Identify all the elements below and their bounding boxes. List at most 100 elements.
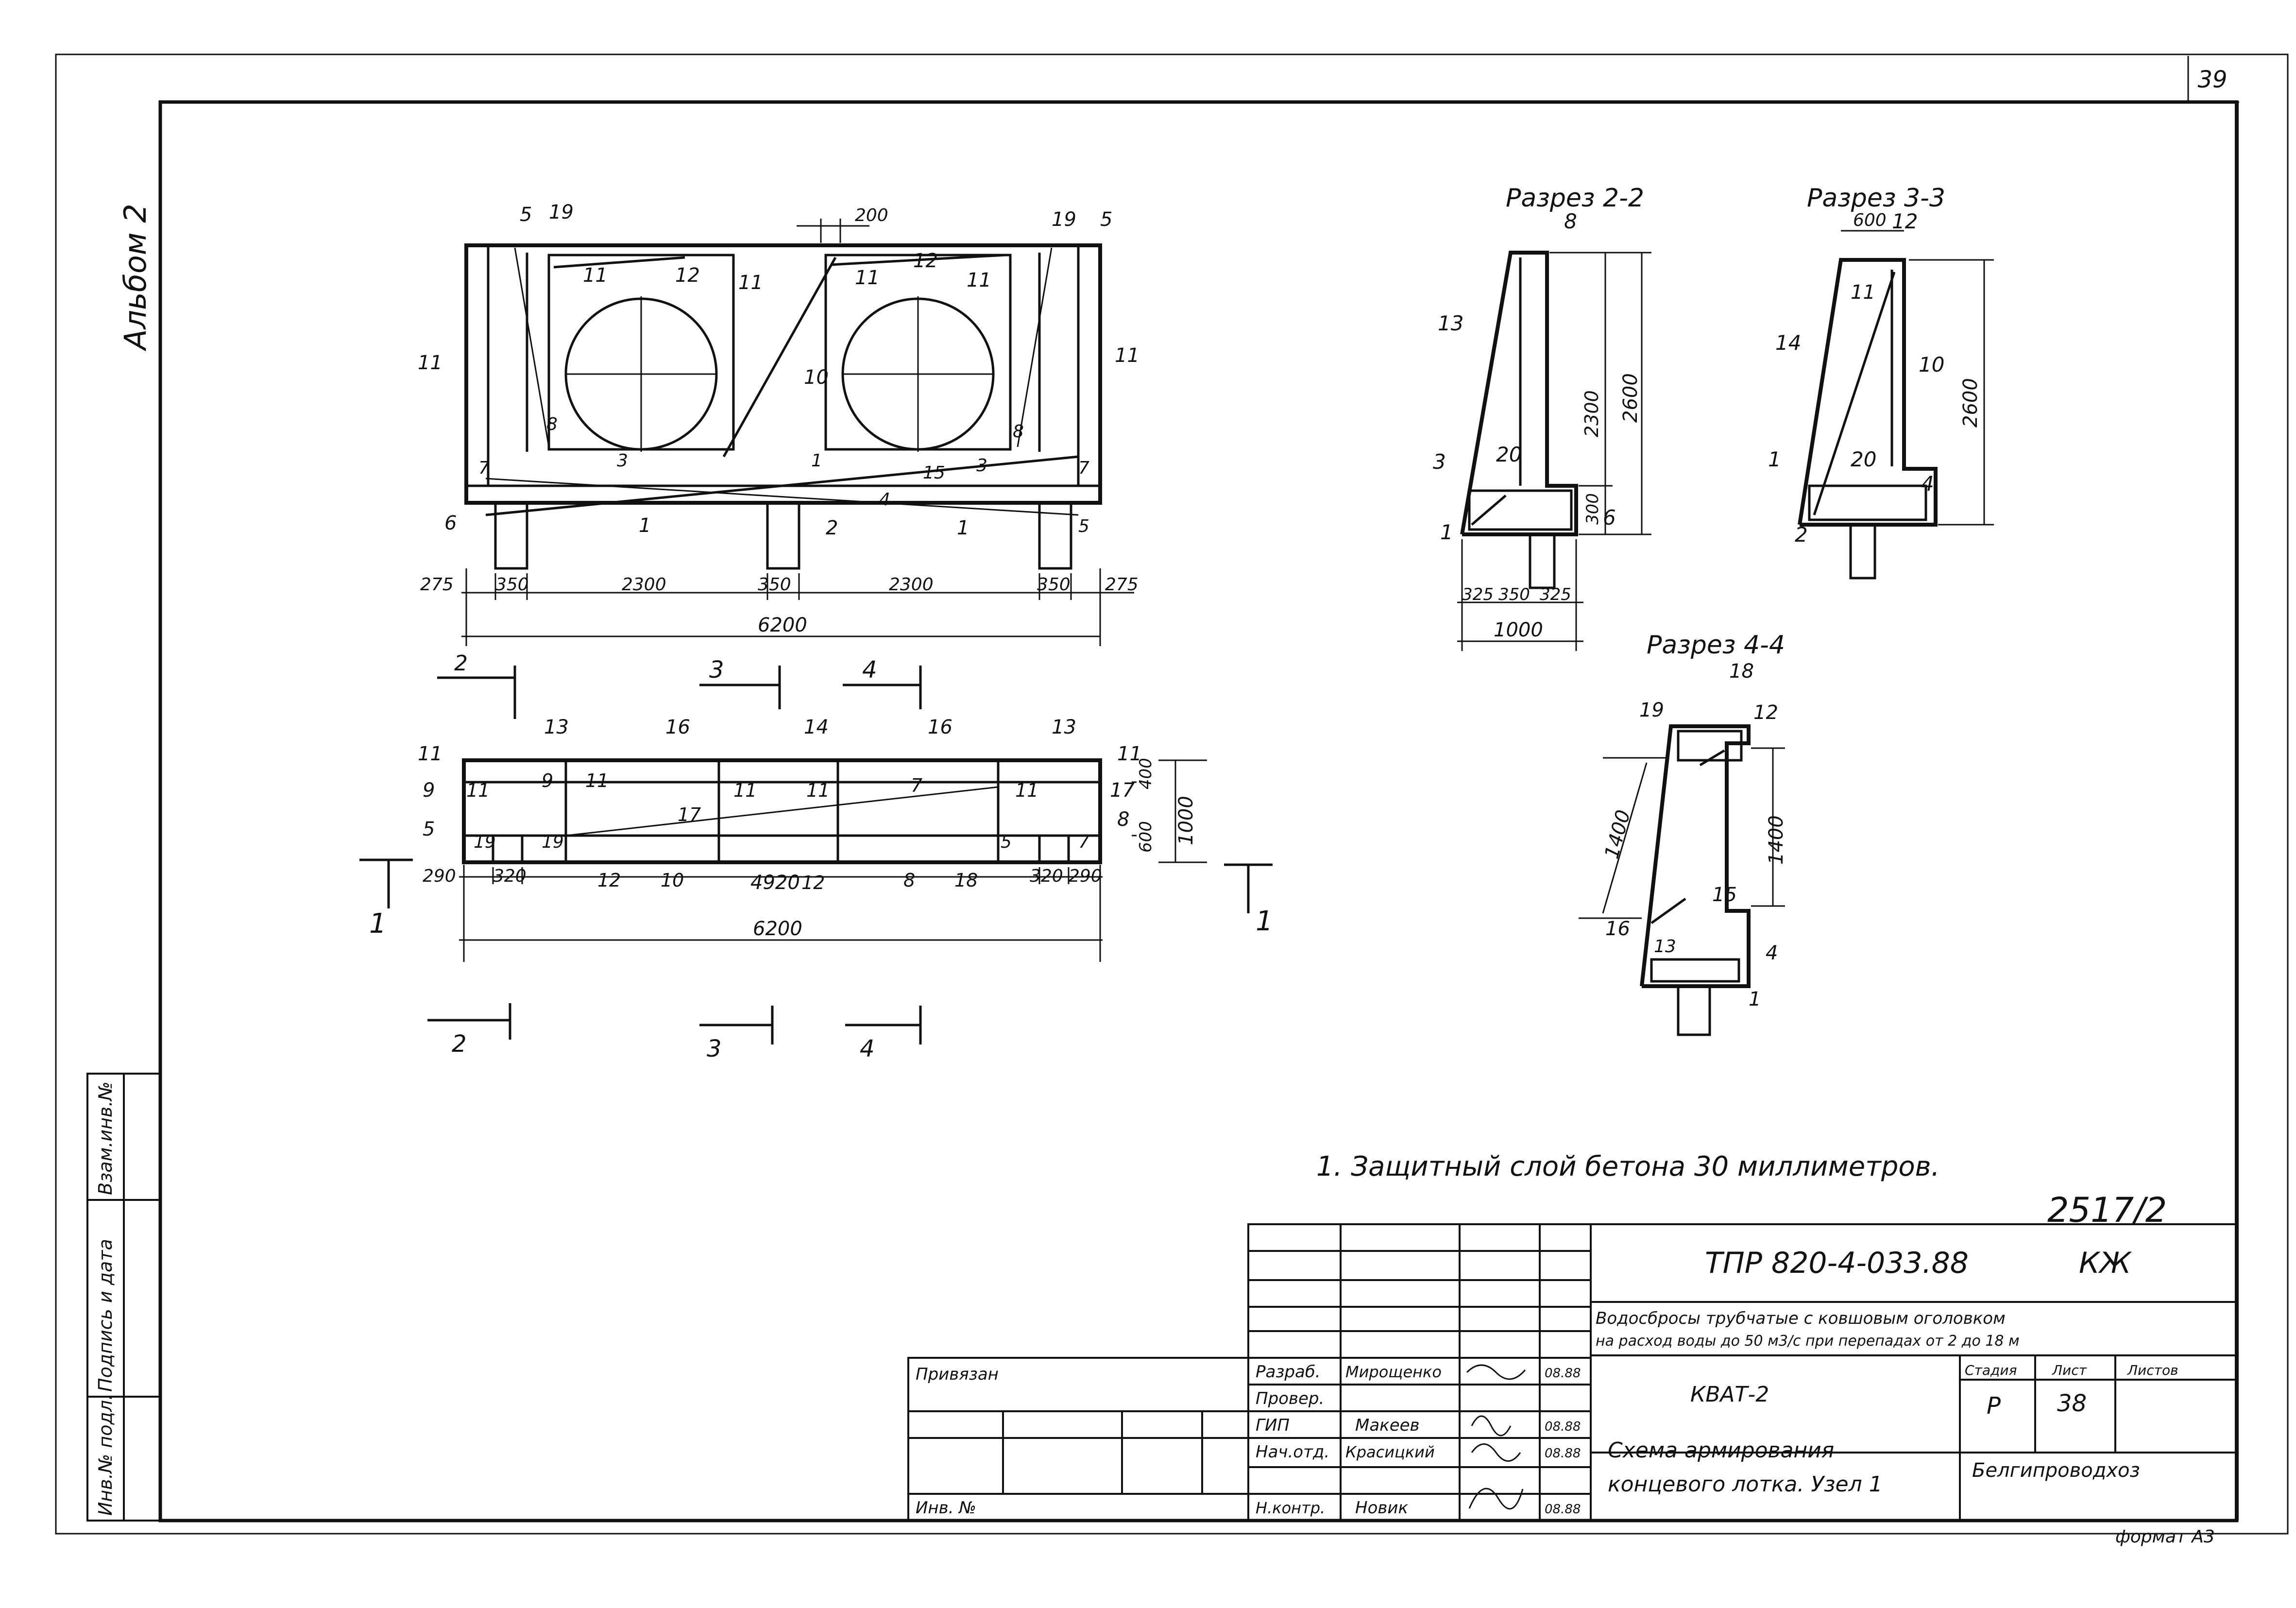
- tb-name-2: Макеев: [1355, 1416, 1420, 1435]
- signature-0: [1466, 1364, 1526, 1380]
- tb-name-0: Мирощенко: [1345, 1363, 1442, 1381]
- elev-callout-9: 5: [1100, 208, 1112, 231]
- plan-callout-4: 13: [1052, 716, 1076, 738]
- s22-callout-1: 13: [1438, 311, 1463, 335]
- plan-callout-0: 13: [544, 716, 569, 738]
- tb-name-3: Красицкий: [1345, 1443, 1435, 1461]
- side-stamp-signature: Подпись и дата: [95, 1239, 116, 1392]
- tb-name-4: Новик: [1355, 1498, 1409, 1518]
- plan-callout-19: 19: [542, 832, 564, 852]
- tb-stage-value: Р: [1987, 1392, 2001, 1420]
- plan-callout-22: 8: [1117, 808, 1129, 831]
- plan-callout-25: 12: [801, 872, 825, 893]
- support-left: [494, 501, 528, 570]
- elev-dim-total: 6200: [758, 614, 807, 636]
- elev-dim-top: 200: [855, 205, 888, 225]
- s33-callout-4: 1: [1768, 447, 1781, 471]
- elev-callout-3: 12: [675, 264, 700, 287]
- tb-organization: Белгипроводхоз: [1972, 1459, 2140, 1482]
- elev-callout-10: 11: [1115, 344, 1139, 367]
- signature-3: [1471, 1443, 1521, 1462]
- plan-callout-2: 14: [804, 716, 829, 738]
- section-3-3: Разрез 3-3 600 2600 12 11 10 14 1 20 4 2: [1768, 184, 1994, 580]
- plan-callout-20: 5: [1001, 832, 1012, 852]
- elev-callout-11: 11: [855, 267, 880, 289]
- elev-callout-2: 11: [418, 352, 442, 374]
- elev-callout-0: 5: [520, 204, 532, 226]
- s44-callout-6: 4: [1766, 942, 1778, 964]
- s22-dim-4: 2300: [1581, 390, 1602, 437]
- s44-callout-2: 12: [1753, 701, 1778, 724]
- s22-dim-5: 2600: [1619, 373, 1642, 423]
- s33-callout-0: 12: [1892, 209, 1918, 233]
- elev-callout-14: 8: [1013, 422, 1024, 442]
- elevation-view: 275 350 2300 350 2300 350 275 6200 200 5…: [418, 201, 1139, 719]
- plan-cut-label-0: 1: [369, 908, 387, 940]
- plan-callout-26: 8: [903, 870, 915, 891]
- s33-dim-0: 600: [1853, 210, 1887, 230]
- inner-frame: [158, 100, 2239, 1522]
- elev-dim-1: 350: [495, 575, 529, 595]
- plan-callout-5: 11: [418, 743, 442, 765]
- s33-callout-5: 20: [1851, 447, 1876, 471]
- section-4-4-title: Разрез 4-4: [1647, 631, 1785, 660]
- elev-callout-18: 1: [811, 451, 822, 471]
- tb-sheet-value: 38: [2057, 1390, 2087, 1417]
- plan-callout-11: 11: [466, 780, 490, 801]
- plan-callout-18: 19: [474, 832, 496, 852]
- elev-callout-19: 15: [923, 463, 945, 483]
- plan-dim-right-2: 1000: [1175, 796, 1197, 845]
- elev-callout-8: 19: [1052, 208, 1076, 231]
- elev-dim-5: 350: [1037, 575, 1071, 595]
- s22-dim-3: 1000: [1494, 619, 1543, 641]
- plan-callout-7: 11: [733, 780, 757, 801]
- s44-dim-0: 1400: [1600, 807, 1635, 861]
- support-right: [1038, 501, 1072, 570]
- album-label: Альбом 2: [118, 204, 153, 352]
- elev-dim-0: 275: [420, 575, 454, 595]
- plan-dim-right-1: 600: [1136, 821, 1156, 853]
- plan-callout-13: 9: [423, 779, 435, 802]
- elev-callout-20: 3: [976, 456, 987, 476]
- plan-callout-9: 11: [1015, 780, 1038, 801]
- tb-role-2: ГИП: [1256, 1416, 1290, 1435]
- tb-mark: КЖ: [2079, 1246, 2132, 1280]
- elev-callout-15: 7: [478, 458, 490, 478]
- elev-callout-21: 4: [879, 490, 890, 510]
- elev-dim-3: 350: [758, 575, 791, 595]
- plan-dim-3: 320: [1030, 866, 1063, 886]
- side-stamp-replacement: Взам.инв.№: [95, 1081, 116, 1195]
- section-2-2-title: Разрез 2-2: [1506, 184, 1644, 213]
- tb-role-4: Н.контр.: [1256, 1499, 1325, 1517]
- plan-callout-1: 16: [665, 716, 690, 738]
- elev-callout-13: 8: [546, 414, 558, 434]
- side-stamp-inv-original: Инв.№ подл.: [95, 1394, 116, 1516]
- elev-callout-25: 2: [826, 517, 838, 539]
- elev-callout-6: 12: [913, 250, 938, 272]
- s22-callout-5: 1: [1440, 520, 1453, 544]
- plan-callout-8: 11: [806, 780, 830, 801]
- elev-callout-26: 1: [957, 517, 969, 539]
- plan-outline: [462, 758, 1102, 864]
- tb-sheet-title-1: Схема армирования: [1608, 1438, 1834, 1463]
- s33-dim-1: 2600: [1959, 378, 1982, 428]
- s22-callout-4: 6: [1603, 506, 1616, 530]
- section-2-2: Разрез 2-2 325 350 325 1000 2300 2600 30…: [1433, 184, 1651, 651]
- s44-callout-1: 19: [1639, 699, 1664, 721]
- elev-callout-24: 1: [639, 514, 651, 537]
- plan-dim-right-0: 400: [1136, 758, 1156, 789]
- s33-callout-3: 14: [1775, 331, 1801, 355]
- elev-callout-1: 19: [549, 201, 574, 223]
- plan-dim-2: 4920: [750, 872, 800, 894]
- s44-callout-3: 15: [1712, 884, 1737, 906]
- tb-date-4: 08.88: [1545, 1502, 1581, 1517]
- plan-callout-14: 17: [1110, 779, 1135, 802]
- s22-dim-6: 300: [1583, 493, 1602, 525]
- plan-callout-6: 11: [585, 770, 609, 791]
- elev-cut-mark-0: 2: [454, 651, 468, 676]
- plan-callout-23: 12: [597, 870, 621, 891]
- elev-dim-2: 2300: [622, 575, 666, 595]
- plan-cut-label-3: 3: [707, 1035, 722, 1062]
- plan-callout-3: 16: [928, 716, 952, 738]
